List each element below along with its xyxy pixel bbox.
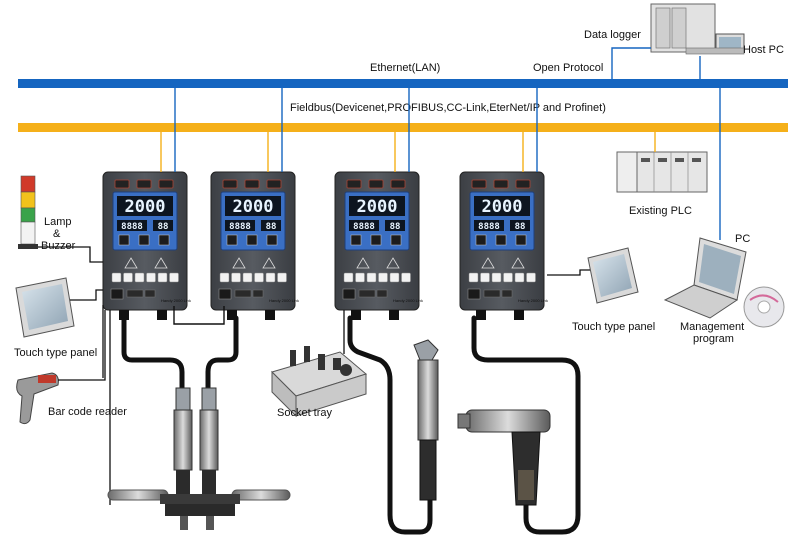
touch-panel-right-illustration xyxy=(587,247,639,304)
cd-disc-icon xyxy=(743,286,785,328)
pistol-nutrunner xyxy=(457,409,551,506)
controller-small-value-a: 8888 xyxy=(229,222,251,232)
touch-panel-left-cable xyxy=(70,289,103,301)
existing-plc-illustration xyxy=(616,151,708,193)
controller-display-value: 2000 xyxy=(482,197,523,217)
controller-brand-text: Handy 2000 Link xyxy=(161,298,191,303)
open-protocol-label: Open Protocol xyxy=(533,62,603,74)
socket-tray-illustration xyxy=(271,346,368,418)
pc-laptop-illustration xyxy=(663,237,747,319)
data-logger-label: Data logger xyxy=(584,29,641,41)
ethernet-label: Ethernet(LAN) xyxy=(370,62,440,74)
controller-small-value-a: 8888 xyxy=(121,222,143,232)
fieldbus-bus xyxy=(18,123,788,132)
controller-display-value: 2000 xyxy=(125,197,166,217)
lamp-label-3: Buzzer xyxy=(41,240,76,252)
management-program-label-2: program xyxy=(693,333,734,345)
controller-display-value: 2000 xyxy=(233,197,274,217)
lamp-label-1: Lamp xyxy=(44,216,72,228)
fieldbus-label: Fieldbus(Devicenet,PROFIBUS,CC-Link,Eter… xyxy=(290,102,606,114)
controller-display-value: 2000 xyxy=(357,197,398,217)
management-program-label-1: Management xyxy=(680,321,744,333)
pc-label: PC xyxy=(735,233,750,245)
socket-tray-label: Socket tray xyxy=(277,407,333,419)
controller-link-cable xyxy=(173,306,225,325)
controller-network-links xyxy=(160,88,538,172)
controller-brand-text: Handy 2000 Link xyxy=(393,298,423,303)
touch-panel-right-cable xyxy=(547,269,590,276)
host-pc-ethernet-link xyxy=(611,47,651,79)
ethernet-bus xyxy=(18,79,788,88)
touch-panel-left-label: Touch type panel xyxy=(14,347,97,359)
lamp-label-2: & xyxy=(53,228,61,240)
controller-brand-text: Handy 2000 Link xyxy=(518,298,548,303)
controller-small-value-a: 8888 xyxy=(353,222,375,232)
controller-small-value-b: 88 xyxy=(266,222,277,232)
touch-panel-right-label: Touch type panel xyxy=(572,321,655,333)
signal-lamp-illustration xyxy=(18,175,38,249)
controller-small-value-b: 88 xyxy=(158,222,169,232)
controller-small-value-b: 88 xyxy=(515,222,526,232)
bar-code-reader-illustration xyxy=(16,372,59,425)
controller-small-value-b: 88 xyxy=(390,222,401,232)
multi-spindle-nutrunner xyxy=(107,387,291,530)
bar-code-reader-cable xyxy=(58,310,106,381)
tool-cables xyxy=(121,315,581,535)
bar-code-reader-label: Bar code reader xyxy=(48,406,127,418)
host-pc-label: Host PC xyxy=(743,44,784,56)
host-pc-illustration xyxy=(650,3,745,55)
existing-plc-label: Existing PLC xyxy=(629,205,692,217)
lamp-cable xyxy=(38,246,103,263)
touch-panel-left-illustration xyxy=(15,277,75,338)
controller-small-value-a: 8888 xyxy=(478,222,500,232)
controller-brand-text: Handy 2000 Link xyxy=(269,298,299,303)
angle-nutrunner xyxy=(413,339,439,501)
